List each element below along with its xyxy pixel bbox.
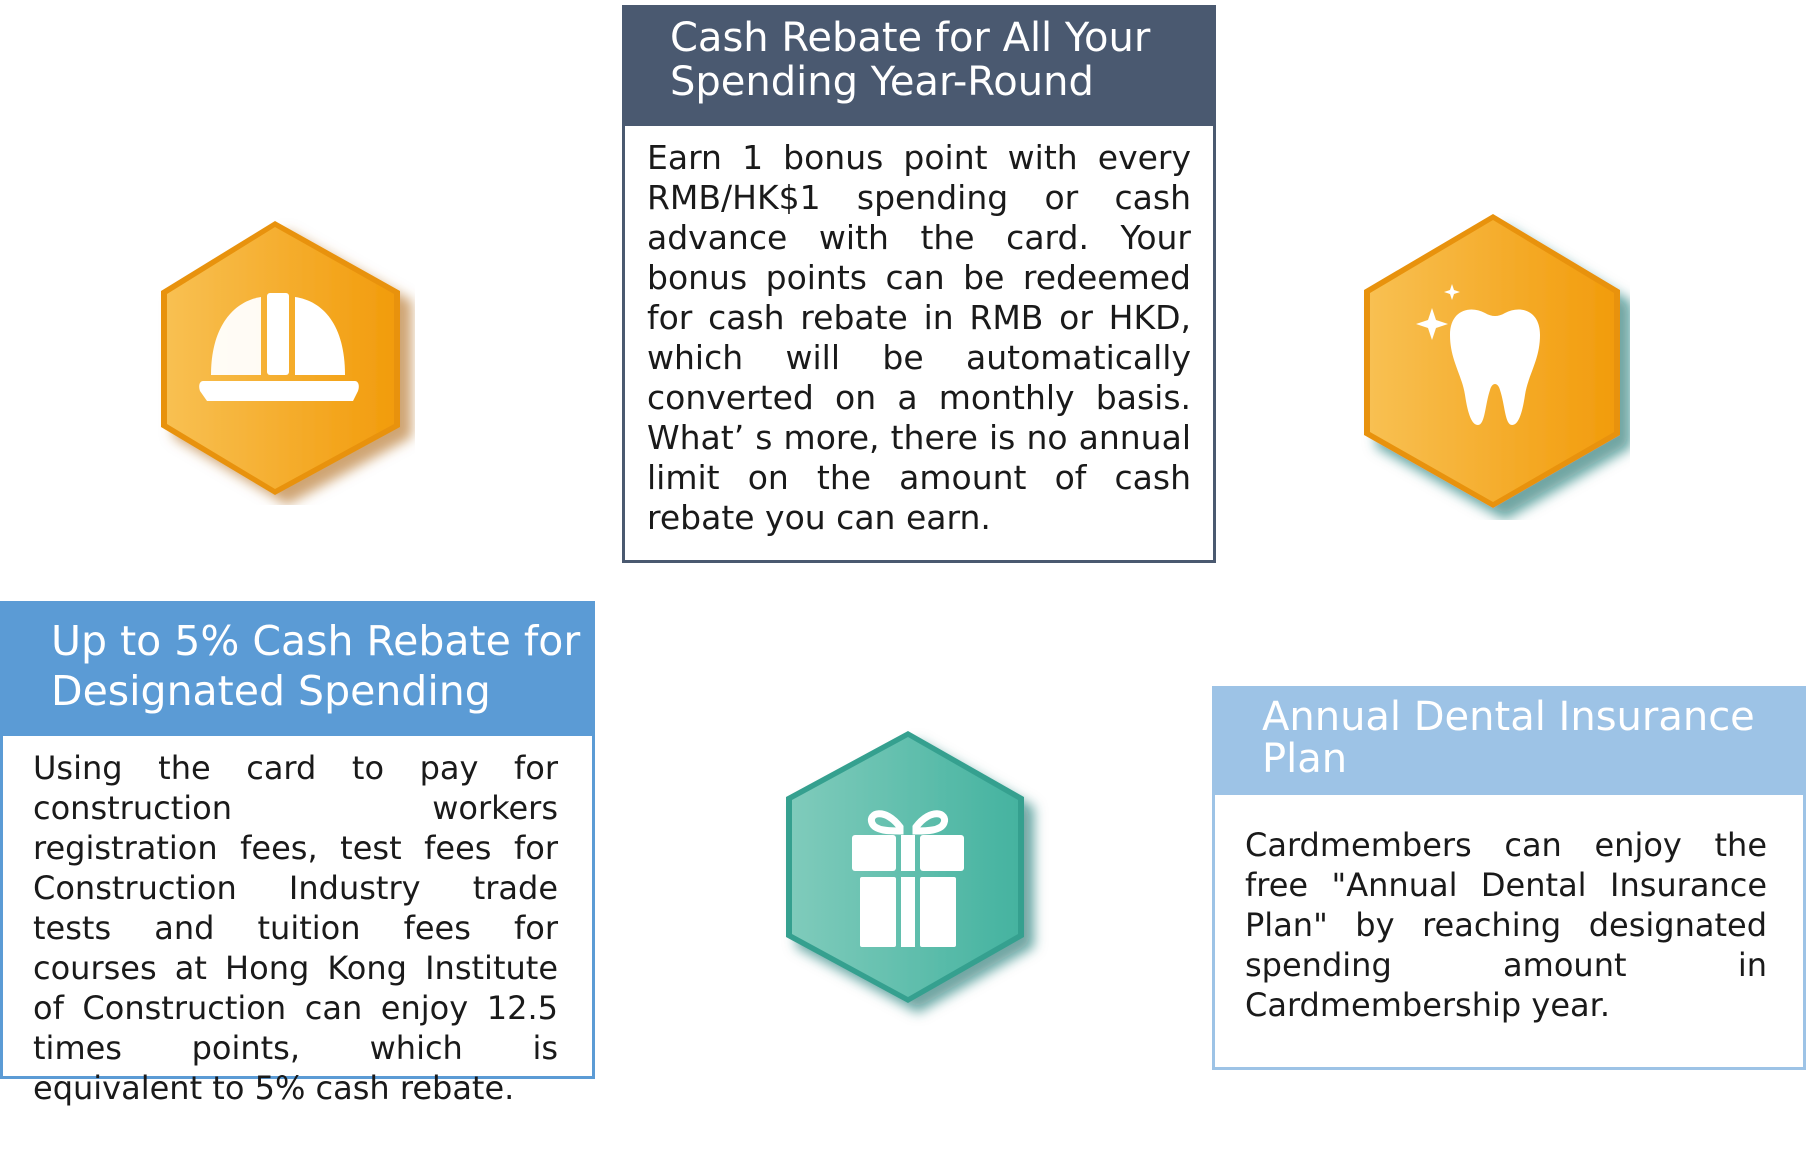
- gift-icon: [786, 731, 1024, 1003]
- tooth-icon: [1364, 214, 1620, 508]
- dental-insurance-description: Cardmembers can enjoy the free "Annual D…: [1245, 826, 1767, 1024]
- designated-spending-card: Up to 5% Cash Rebate for Designated Spen…: [0, 601, 595, 1107]
- cash-rebate-title: Cash Rebate for All Your Spending Year-R…: [625, 8, 1213, 126]
- designated-spending-description: Using the card to pay for construction w…: [33, 749, 558, 1107]
- designated-spending-title: Up to 5% Cash Rebate for Designated Spen…: [3, 604, 592, 736]
- hard-hat-icon: [161, 221, 400, 495]
- cash-rebate-card: Cash Rebate for All Your Spending Year-R…: [622, 5, 1216, 563]
- dental-insurance-title: Annual Dental Insurance Plan: [1215, 689, 1803, 795]
- cash-rebate-description: Earn 1 bonus point with every RMB/HK$1 s…: [647, 138, 1191, 537]
- dental-insurance-card: Annual Dental Insurance Plan Cardmembers…: [1212, 686, 1806, 1070]
